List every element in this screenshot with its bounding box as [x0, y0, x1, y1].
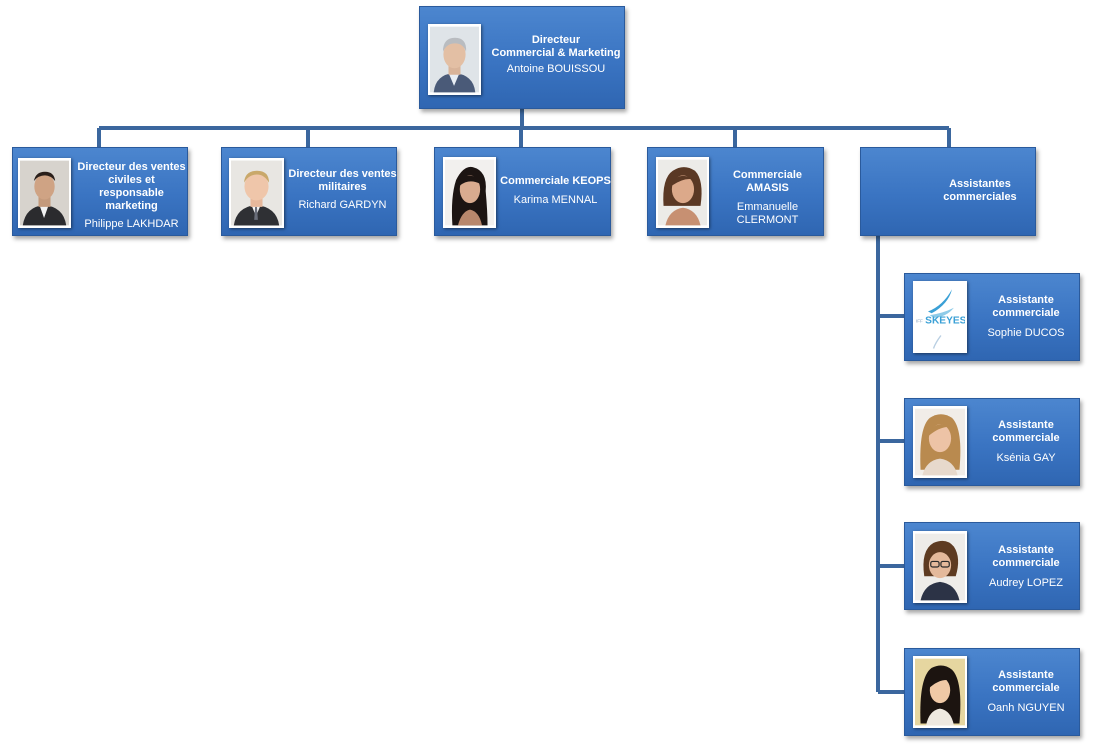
title-richard-gardyn: Directeur des ventes militaires [288, 168, 397, 193]
name-ksenia-gay: Ksénia GAY [996, 452, 1056, 464]
photo-philippe-lakhdar [18, 158, 71, 228]
box-audrey-lopez: Assistante commerciale Audrey LOPEZ [904, 522, 1080, 610]
box-philippe-lakhdar: Directeur des ventes civiles et responsa… [12, 147, 188, 236]
portrait-icon [231, 160, 282, 226]
title-sophie-ducos: Assistante commerciale [992, 294, 1060, 319]
logo-text: SKEYES [925, 315, 965, 326]
name-richard-gardyn: Richard GARDYN [298, 199, 387, 211]
portrait-icon [20, 160, 69, 226]
box-richard-gardyn: Directeur des ventes militaires Richard … [221, 147, 397, 236]
name-karima-mennal: Karima MENNAL [513, 194, 598, 206]
portrait-icon [430, 26, 479, 93]
skeyes-logo-icon: IFF SKEYES [915, 283, 965, 351]
portrait-icon [915, 533, 965, 601]
portrait-icon [658, 159, 707, 226]
portrait-icon [915, 658, 965, 726]
photo-ksenia-gay [913, 406, 967, 478]
box-assistantes-commerciales: Assistantes commerciales [860, 147, 1036, 236]
photo-sophie-ducos: IFF SKEYES [913, 281, 967, 353]
title-ksenia-gay: Assistante commerciale [992, 419, 1060, 444]
title-assistantes-commerciales: Assistantes commerciales [943, 178, 1017, 203]
photo-karima-mennal [443, 157, 496, 228]
photo-audrey-lopez [913, 531, 967, 603]
portrait-icon [445, 159, 494, 226]
box-emmanuelle-clermont: Commerciale AMASIS Emmanuelle CLERMONT [647, 147, 824, 236]
box-sophie-ducos: IFF SKEYES Assistante commerciale Sophie… [904, 273, 1080, 361]
title-emmanuelle-clermont: Commerciale AMASIS [732, 169, 803, 194]
photo-oanh-nguyen [913, 656, 967, 728]
portrait-icon [915, 408, 965, 476]
name-oanh-nguyen: Oanh NGUYEN [987, 702, 1065, 714]
director-name: Antoine BOUISSOU [506, 63, 606, 75]
box-oanh-nguyen: Assistante commerciale Oanh NGUYEN [904, 648, 1080, 736]
title-karima-mennal: Commerciale KEOPS [500, 175, 611, 187]
title-philippe-lakhdar: Directeur des ventes civiles et responsa… [77, 161, 186, 212]
director-photo [428, 24, 481, 95]
title-oanh-nguyen: Assistante commerciale [992, 669, 1060, 694]
name-audrey-lopez: Audrey LOPEZ [989, 577, 1063, 589]
director-box: Directeur Commercial & Marketing Antoine… [419, 6, 625, 109]
name-emmanuelle-clermont: Emmanuelle CLERMONT [736, 201, 799, 226]
title-audrey-lopez: Assistante commerciale [992, 544, 1060, 569]
box-karima-mennal: Commerciale KEOPS Karima MENNAL [434, 147, 611, 236]
photo-emmanuelle-clermont [656, 157, 709, 228]
director-title: Directeur Commercial & Marketing [491, 34, 621, 59]
name-sophie-ducos: Sophie DUCOS [987, 327, 1065, 339]
box-ksenia-gay: Assistante commerciale Ksénia GAY [904, 398, 1080, 486]
logo-prefix: IFF [916, 319, 923, 324]
name-philippe-lakhdar: Philippe LAKHDAR [84, 218, 179, 230]
photo-richard-gardyn [229, 158, 284, 228]
